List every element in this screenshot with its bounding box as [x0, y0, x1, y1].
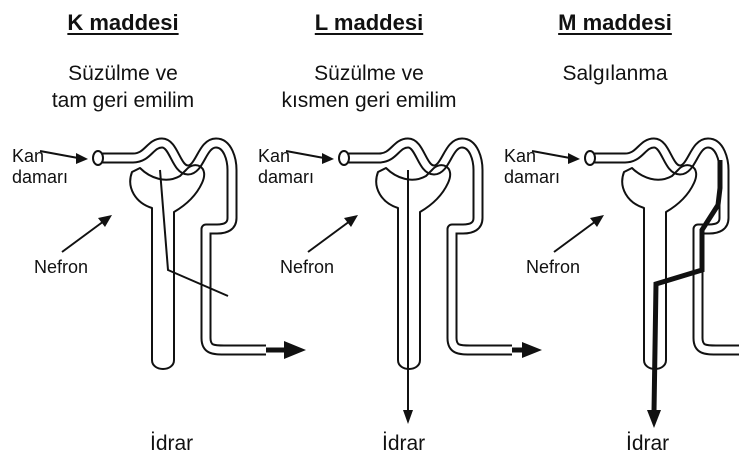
nephron-pointer-arrow	[98, 215, 112, 227]
nephron-diagram	[246, 0, 492, 464]
vessel-opening	[585, 151, 595, 165]
vessel-pointer-arrow	[568, 153, 580, 164]
nephron-diagram	[0, 0, 246, 464]
nephron-pointer-arrow	[344, 215, 358, 227]
secretion-path	[654, 160, 720, 412]
vessel-pointer-arrow	[76, 153, 88, 164]
panel-l: L maddesi Süzülme ve kısmen geri emilim …	[246, 0, 492, 464]
vessel-opening	[339, 151, 349, 165]
nephron-pointer-arrow	[590, 215, 604, 227]
panel-k: K maddesi Süzülme ve tam geri emilim Kan…	[0, 0, 246, 464]
urine-arrow	[647, 410, 661, 428]
urine-arrow	[403, 410, 413, 424]
nephron-diagram	[492, 0, 738, 464]
vessel-opening	[93, 151, 103, 165]
nephron-tubule	[622, 165, 696, 369]
panel-m: M maddesi Salgılanma Kan damarı Nefron İ…	[492, 0, 738, 464]
vessel-pointer-arrow	[322, 153, 334, 164]
blood-vessel	[588, 143, 739, 350]
nephron-tubule	[376, 165, 450, 369]
